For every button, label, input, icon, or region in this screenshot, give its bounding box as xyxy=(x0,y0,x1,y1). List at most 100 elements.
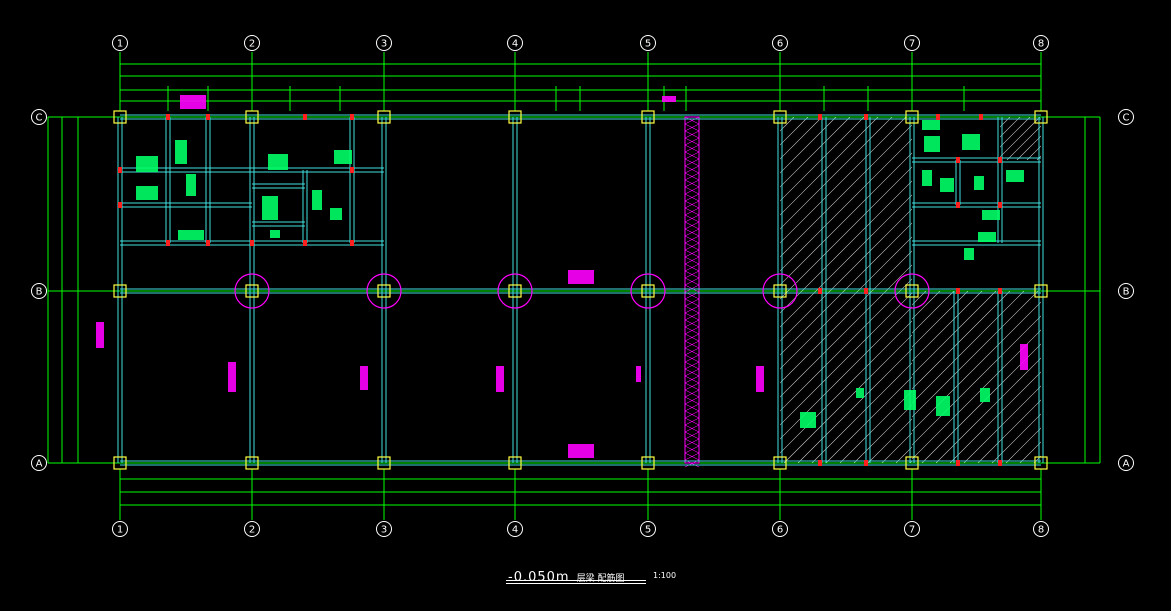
beam-label-green xyxy=(262,196,278,220)
hatch-stroke xyxy=(811,362,912,463)
axis-bubble-circle xyxy=(112,35,128,51)
column xyxy=(905,284,919,298)
column xyxy=(641,284,655,298)
beam-label-magenta xyxy=(96,322,104,348)
beam-label-green xyxy=(136,186,158,200)
axis-bubble-label: 4 xyxy=(512,39,518,50)
drawing-scale: 1:100 xyxy=(653,571,677,580)
hatch-stroke xyxy=(912,291,983,362)
hatch-stroke xyxy=(797,348,912,463)
rebar-point xyxy=(818,114,822,120)
beam-label-green xyxy=(334,150,352,164)
crosshatch-stroke xyxy=(684,207,700,216)
rebar-point xyxy=(118,202,122,208)
axis-bubble-label: 3 xyxy=(381,39,387,50)
axis-bubble: 5 xyxy=(640,35,656,51)
hatch-stroke xyxy=(780,278,912,412)
hatch-stroke xyxy=(780,117,809,146)
column xyxy=(773,110,787,124)
axis-bubble-circle xyxy=(507,521,523,537)
rebar-point xyxy=(166,240,170,246)
beam-label-green xyxy=(904,390,916,410)
crosshatch-stroke xyxy=(684,445,700,454)
beam-label-green xyxy=(856,388,864,398)
axis-bubble: 3 xyxy=(376,521,392,537)
beam-label-magenta xyxy=(360,366,368,390)
axis-bubble-circle xyxy=(31,283,47,299)
axis-bubble-circle xyxy=(904,521,920,537)
hatch-stroke xyxy=(780,152,912,286)
axis-bubble-circle xyxy=(1033,35,1049,51)
crosshatch-stroke xyxy=(684,144,700,153)
crosshatch-stroke xyxy=(684,424,700,433)
column xyxy=(508,110,522,124)
axis-bubble-circle xyxy=(376,521,392,537)
column xyxy=(508,284,522,298)
beam-label-magenta xyxy=(228,362,236,392)
hatch-stroke xyxy=(780,117,837,174)
beam-label-green xyxy=(922,170,932,186)
rebar-point xyxy=(818,460,822,466)
hatch-stroke xyxy=(780,117,907,244)
axis-bubble-label: A xyxy=(36,459,43,470)
rebar-point xyxy=(206,114,210,120)
axis-bubble-circle xyxy=(244,35,260,51)
hatch-stroke xyxy=(780,166,912,300)
crosshatch-stroke xyxy=(684,340,700,349)
hatch-stroke xyxy=(963,385,1041,463)
hatch-stroke xyxy=(1000,117,1031,148)
beam-label-green xyxy=(186,174,196,196)
column xyxy=(377,284,391,298)
hatch-stroke xyxy=(780,306,912,440)
axis-bubble: 3 xyxy=(376,35,392,51)
axis-bubble-circle xyxy=(1033,521,1049,537)
crosshatch-stroke xyxy=(684,214,700,223)
hatch-stroke xyxy=(780,138,912,272)
axis-bubble-label: 6 xyxy=(777,525,783,536)
hatch-stroke xyxy=(780,208,912,342)
axis-bubble: 1 xyxy=(112,35,128,51)
axis-bubble: 8 xyxy=(1033,35,1049,51)
crosshatch-stroke xyxy=(684,354,700,363)
hatch-stroke xyxy=(912,291,1011,390)
axis-bubble: 6 xyxy=(772,521,788,537)
axis-bubble-circle xyxy=(772,521,788,537)
crosshatch-stroke xyxy=(684,242,700,251)
hatched-slab-zones xyxy=(684,116,1041,468)
axis-bubble-label: 1 xyxy=(117,39,123,50)
crosshatch-stroke xyxy=(684,270,700,279)
beam-lines xyxy=(117,114,1044,466)
axis-bubble: 7 xyxy=(904,35,920,51)
title-underline xyxy=(506,580,646,581)
beam-label-magenta xyxy=(756,366,764,392)
axis-bubble-label: 3 xyxy=(381,525,387,536)
crosshatch-stroke xyxy=(684,361,700,370)
crosshatch-stroke xyxy=(684,347,700,356)
crosshatch-stroke xyxy=(684,165,700,174)
rebar-point xyxy=(956,202,960,208)
crosshatch-stroke xyxy=(684,221,700,230)
hatch-stroke xyxy=(912,291,969,348)
crosshatch-stroke xyxy=(684,319,700,328)
hatch-stroke xyxy=(935,357,1041,463)
title-underline-thin xyxy=(506,583,646,584)
axis-bubble: 6 xyxy=(772,35,788,51)
column xyxy=(508,456,522,470)
rebar-point xyxy=(998,202,1002,208)
crosshatch-stroke xyxy=(684,305,700,314)
axis-bubble-label: 7 xyxy=(909,525,915,536)
column xyxy=(245,456,259,470)
rebar-point xyxy=(956,157,960,163)
column xyxy=(1034,456,1048,470)
crosshatch-stroke xyxy=(684,186,700,195)
column xyxy=(773,284,787,298)
column xyxy=(113,284,127,298)
beam-annotations xyxy=(96,95,1028,458)
rebar-point xyxy=(206,240,210,246)
axis-bubble-label: C xyxy=(1123,113,1130,124)
axis-bubble-label: C xyxy=(36,113,43,124)
crosshatch-stroke xyxy=(684,263,700,272)
axis-bubble-label: A xyxy=(1123,459,1130,470)
hatch-stroke xyxy=(949,371,1041,463)
axis-bubble-circle xyxy=(112,521,128,537)
